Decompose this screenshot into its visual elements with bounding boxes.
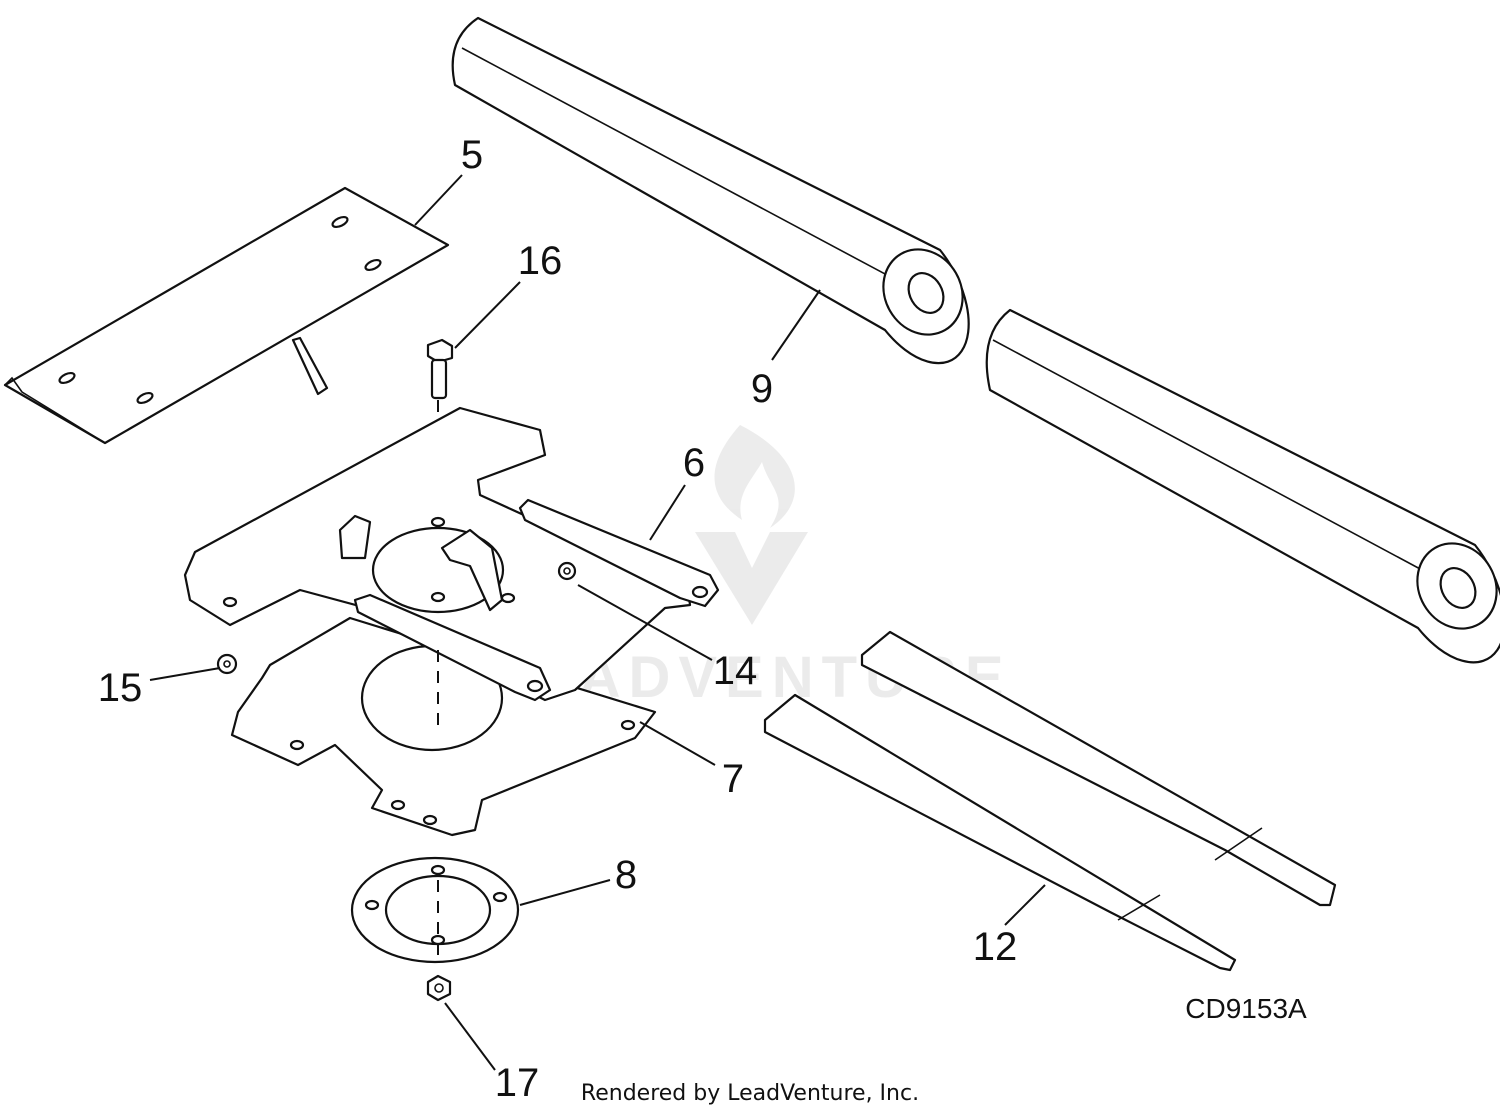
callout-17: 17 xyxy=(495,1061,540,1105)
callout-8: 8 xyxy=(615,853,637,897)
part-6-mount-plate xyxy=(183,406,692,702)
part-14-nut xyxy=(557,561,577,581)
callout-5: 5 xyxy=(461,133,483,177)
callout-15: 15 xyxy=(98,666,143,710)
footer-credit: Rendered by LeadVenture, Inc. xyxy=(581,1081,919,1106)
drawing-code: CD9153A xyxy=(1185,993,1307,1024)
part-7-base-plate xyxy=(230,616,657,837)
callout-14: 14 xyxy=(713,649,758,693)
part-5-plate xyxy=(3,186,450,445)
part-12-strap-back xyxy=(860,630,1337,907)
watermark-v-icon xyxy=(695,532,808,625)
part-15-nut xyxy=(216,653,238,675)
callout-7: 7 xyxy=(722,757,744,801)
part-16-bolt xyxy=(426,338,454,400)
callout-16: 16 xyxy=(518,239,563,283)
part-6-arm-right xyxy=(518,498,720,608)
callout-12: 12 xyxy=(973,925,1018,969)
callout-6: 6 xyxy=(683,441,705,485)
part-8-ring-plate xyxy=(350,856,520,964)
part-9-tube-upper xyxy=(451,16,970,365)
part-12-strap-front xyxy=(763,693,1237,972)
part-9-tube-lower xyxy=(985,308,1500,664)
callout-9: 9 xyxy=(751,367,773,411)
watermark-flame-icon xyxy=(714,425,795,528)
part-6-arm-left xyxy=(353,593,552,702)
part-17-nut xyxy=(426,974,452,1002)
leader-lines xyxy=(149,174,1046,1071)
